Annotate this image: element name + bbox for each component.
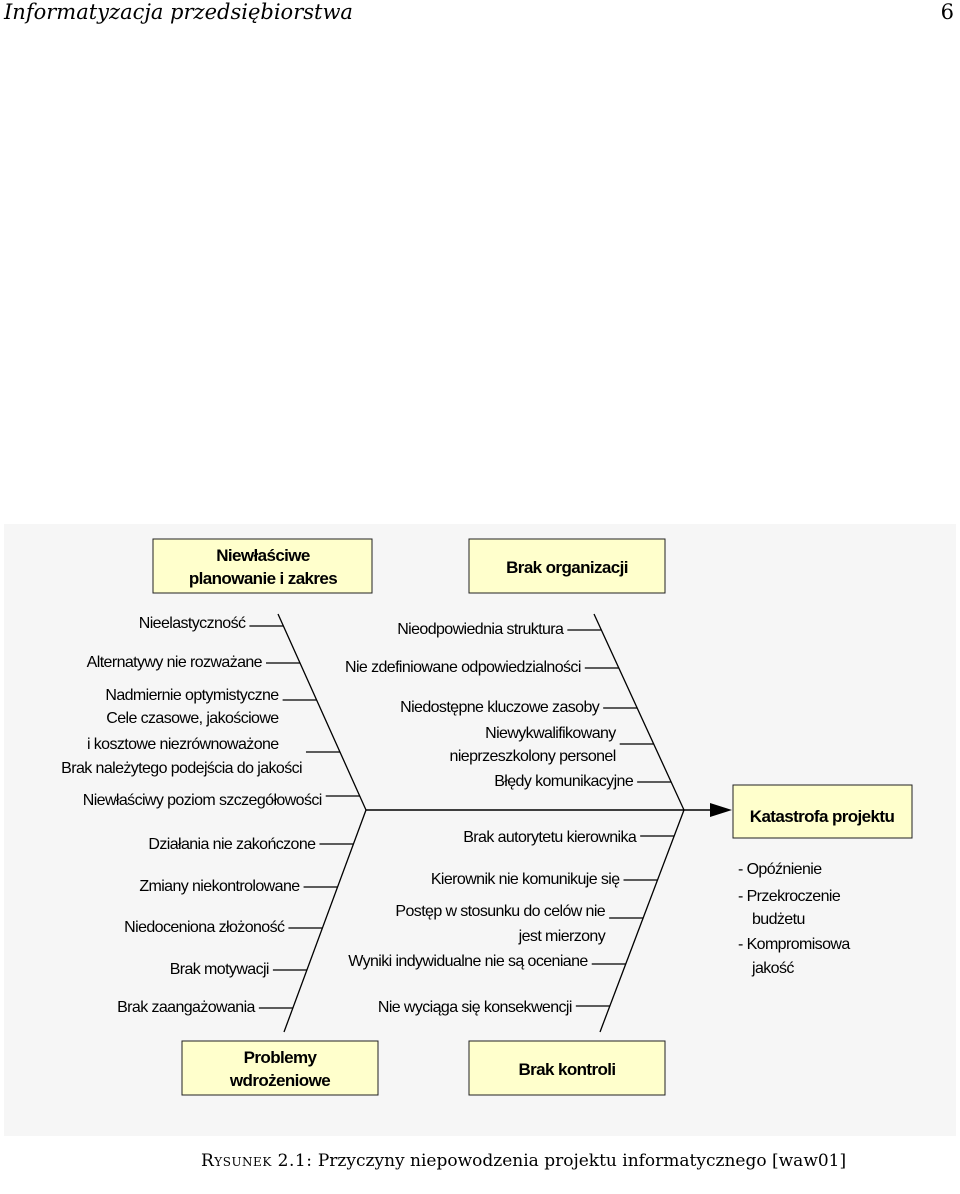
bone-kontrola xyxy=(599,809,685,1033)
caption-text: Przyczyny niepowodzenia projektu informa… xyxy=(317,1151,847,1171)
category-box-organizacja xyxy=(468,538,666,594)
bone-wdrozeniowe xyxy=(283,809,367,1033)
category-kontrola: Brak kontroli xyxy=(518,1060,615,1079)
consequence-3-line1: - Kompromisowa xyxy=(738,936,850,953)
cause-label-planowanie-2-line1: Nadmiernie optymistyczne xyxy=(105,687,279,704)
cause-label-kontrola-1: Kierownik nie komunikuje się xyxy=(431,871,620,888)
cause-label-planowanie-1: Alternatywy nie rozważane xyxy=(87,654,263,671)
cause-label-kontrola-4: Nie wyciąga się konsekwencji xyxy=(378,999,572,1016)
effect-box xyxy=(732,784,913,839)
consequence-2-line1: - Przekroczenie xyxy=(738,888,841,905)
category-planowanie-line1: Niewłaściwe xyxy=(216,546,310,565)
category-wdrozeniowe-line2: wdrożeniowe xyxy=(229,1071,330,1090)
cause-label-organizacja-3-line2: nieprzeszkolony personel xyxy=(450,748,616,765)
bone-organizacja xyxy=(593,613,685,811)
consequence-3-line2: jakość xyxy=(751,960,794,977)
cause-label-kontrola-0: Brak autorytetu kierownika xyxy=(463,829,637,846)
category-wdrozeniowe-line1: Problemy xyxy=(244,1048,318,1067)
cause-label-kontrola-3: Wyniki indywidualne nie są oceniane xyxy=(348,953,588,970)
fishbone-diagram: Niewłaściwe planowanie i zakres Brak org… xyxy=(4,524,956,1136)
page-number: 6 xyxy=(940,0,954,24)
cause-label-planowanie-4: Niewłaściwy poziom szczegółowości xyxy=(83,792,322,809)
consequences-layer: - Opóźnienie - Przekroczenie budżetu - Komp… xyxy=(738,861,851,977)
cause-label-kontrola-2-line1: Postęp w stosunku do celów nie xyxy=(395,903,605,920)
category-box-planowanie xyxy=(152,538,373,594)
bone-planowanie xyxy=(277,613,367,811)
cause-label-wdrozeniowe-4: Brak zaangażowania xyxy=(117,999,255,1016)
spine-arrowhead xyxy=(710,803,732,817)
effect-label: Katastrofa projektu xyxy=(750,807,895,826)
cause-label-planowanie-3: Brak należytego podejścia do jakości xyxy=(61,760,302,777)
figure-caption: Rysunek 2.1: Przyczyny niepowodzenia pro… xyxy=(201,1150,941,1172)
running-header-title: Informatyzacja przedsiębiorstwa xyxy=(4,0,353,24)
category-organizacja: Brak organizacji xyxy=(506,558,628,577)
category-box-kontrola xyxy=(468,1040,666,1096)
consequence-1: - Opóźnienie xyxy=(738,861,822,878)
cause-label-organizacja-4: Błędy komunikacyjne xyxy=(494,773,634,790)
cause-label-wdrozeniowe-0: Działania nie zakończone xyxy=(148,836,316,853)
cause-label-planowanie-0: Nieelastyczność xyxy=(139,615,246,632)
cause-label-kontrola-2-line2: jest mierzony xyxy=(518,928,606,945)
cause-label-organizacja-1: Nie zdefiniowane odpowiedzialności xyxy=(345,659,581,676)
cause-label-wdrozeniowe-2: Niedoceniona złożoność xyxy=(124,919,285,936)
cause-label-organizacja-2: Niedostępne kluczowe zasoby xyxy=(400,699,600,716)
cause-label-planowanie-2-line3: i kosztowe niezrównoważone xyxy=(87,736,279,753)
caption-label: Rysunek 2.1: xyxy=(201,1151,313,1171)
cause-label-organizacja-0: Nieodpowiednia struktura xyxy=(397,621,564,638)
category-planowanie-line2: planowanie i zakres xyxy=(189,569,337,588)
cause-label-wdrozeniowe-1: Zmiany niekontrolowane xyxy=(139,878,300,895)
category-box-wdrozeniowe xyxy=(181,1040,379,1096)
cause-label-planowanie-2-line2: Cele czasowe, jakościowe xyxy=(106,710,279,727)
cause-label-wdrozeniowe-3: Brak motywacji xyxy=(170,961,269,978)
cause-label-organizacja-3-line1: Niewykwalifikowany xyxy=(485,725,616,742)
consequence-2-line2: budżetu xyxy=(752,911,805,928)
